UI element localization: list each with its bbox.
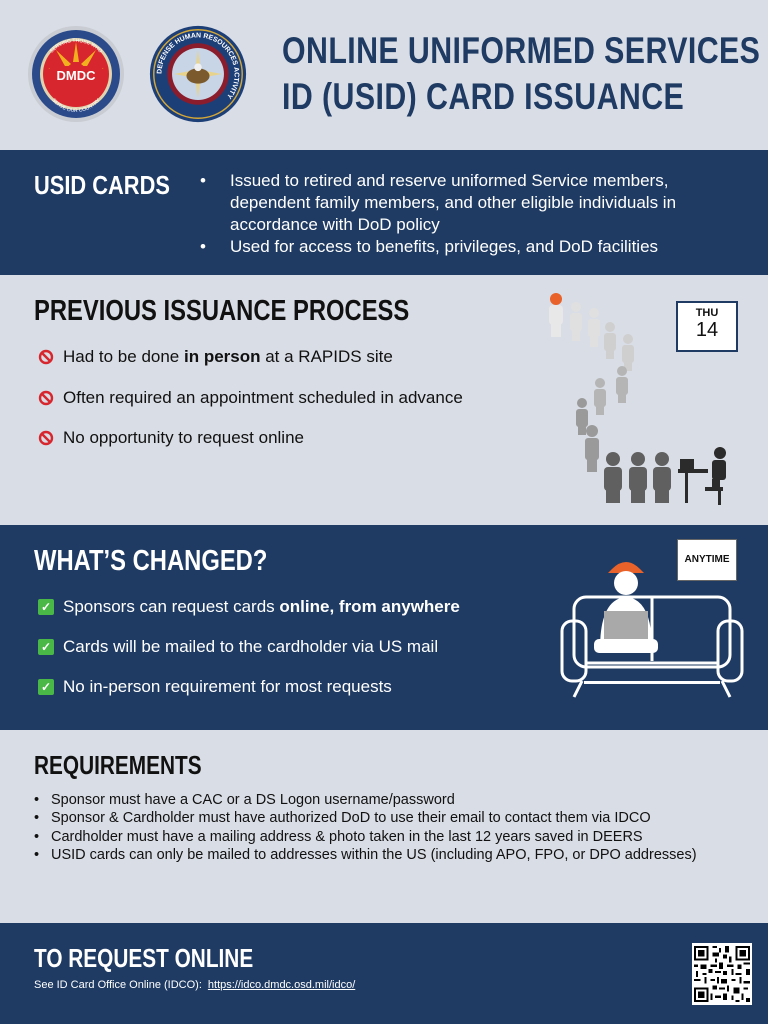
anytime-calendar-icon: ANYTIME bbox=[677, 539, 737, 581]
previous-item-3: No opportunity to request online bbox=[38, 428, 304, 448]
requirements-list: Sponsor must have a CAC or a DS Logon us… bbox=[34, 791, 697, 864]
changed-item-1: ✓ Sponsors can request cards online, fro… bbox=[38, 597, 460, 617]
requirement-item-4: USID cards can only be mailed to address… bbox=[34, 846, 697, 865]
usid-item-2: Used for access to benefits, privileges,… bbox=[200, 236, 720, 258]
requirement-item-2: Sponsor & Cardholder must have authorize… bbox=[34, 809, 697, 828]
checkmark-icon: ✓ bbox=[38, 639, 54, 655]
prohibited-icon bbox=[38, 390, 54, 406]
header: DMDC SERVING THOSE WHO SERVE OUR COUNTRY… bbox=[0, 0, 768, 150]
title-line-1: ONLINE UNIFORMED SERVICES bbox=[282, 30, 761, 71]
person-icon bbox=[549, 293, 563, 337]
prohibited-icon bbox=[38, 349, 54, 365]
previous-item-2-text: Often required an appointment scheduled … bbox=[63, 388, 463, 407]
couch-laptop-illustration bbox=[560, 562, 744, 698]
requirement-item-1: Sponsor must have a CAC or a DS Logon us… bbox=[34, 791, 697, 810]
previous-item-1-text-end: at a RAPIDS site bbox=[260, 347, 393, 366]
checkmark-icon: ✓ bbox=[38, 679, 54, 695]
whats-changed-heading: WHAT’S CHANGED? bbox=[34, 545, 268, 577]
dhra-seal-logo: DEFENSE HUMAN RESOURCES ACTIVITY bbox=[149, 25, 247, 123]
changed-item-3: ✓ No in-person requirement for most requ… bbox=[38, 677, 392, 697]
usid-cards-section: USID CARDS Issued to retired and reserve… bbox=[0, 150, 768, 275]
idco-label: See ID Card Office Online (IDCO): bbox=[34, 979, 202, 991]
page-title: ONLINE UNIFORMED SERVICES ID (USID) CARD… bbox=[282, 28, 761, 120]
usid-cards-heading: USID CARDS bbox=[34, 170, 170, 200]
previous-item-3-text: No opportunity to request online bbox=[63, 428, 304, 447]
previous-process-section: PREVIOUS ISSUANCE PROCESS Had to be done… bbox=[0, 275, 768, 525]
requirements-section: REQUIREMENTS Sponsor must have a CAC or … bbox=[0, 730, 768, 923]
checkmark-icon: ✓ bbox=[38, 599, 54, 615]
footer-section: TO REQUEST ONLINE See ID Card Office Onl… bbox=[0, 923, 768, 1024]
dmdc-abbr: DMDC bbox=[57, 68, 97, 83]
whats-changed-section: WHAT’S CHANGED? ✓ Sponsors can request c… bbox=[0, 525, 768, 730]
usid-cards-list: Issued to retired and reserve uniformed … bbox=[200, 170, 720, 258]
changed-item-1-text: Sponsors can request cards bbox=[63, 597, 280, 616]
previous-item-2: Often required an appointment scheduled … bbox=[38, 388, 463, 408]
calendar-day: THU bbox=[695, 307, 719, 319]
qr-code-icon[interactable] bbox=[692, 943, 752, 1005]
request-online-heading: TO REQUEST ONLINE bbox=[34, 943, 254, 973]
usid-item-1: Issued to retired and reserve uniformed … bbox=[200, 170, 720, 236]
changed-item-2: ✓ Cards will be mailed to the cardholder… bbox=[38, 637, 438, 657]
changed-item-1-bold: online, from anywhere bbox=[279, 597, 460, 616]
title-line-2: ID (USID) CARD ISSUANCE bbox=[282, 76, 685, 117]
requirements-heading: REQUIREMENTS bbox=[34, 750, 202, 780]
previous-item-1-bold: in person bbox=[183, 347, 261, 366]
changed-item-3-text: No in-person requirement for most reques… bbox=[63, 677, 392, 696]
calendar-date: 14 bbox=[695, 319, 719, 341]
previous-process-heading: PREVIOUS ISSUANCE PROCESS bbox=[34, 295, 410, 327]
prohibited-icon bbox=[38, 430, 54, 446]
idco-link[interactable]: https://idco.dmdc.osd.mil/idco/ bbox=[207, 979, 356, 991]
requirement-item-3: Cardholder must have a mailing address &… bbox=[34, 828, 697, 847]
desk-clerk-icon bbox=[678, 447, 726, 505]
previous-item-1-text: Had to be done bbox=[63, 347, 184, 366]
changed-item-2-text: Cards will be mailed to the cardholder v… bbox=[63, 637, 439, 656]
queue-illustration bbox=[549, 293, 726, 505]
calendar-icon: THU 14 bbox=[676, 301, 738, 352]
previous-item-1: Had to be done in person at a RAPIDS sit… bbox=[38, 347, 393, 367]
footer-text: See ID Card Office Online (IDCO): https:/… bbox=[34, 979, 355, 991]
dmdc-seal-logo: DMDC SERVING THOSE WHO SERVE OUR COUNTRY bbox=[28, 26, 124, 122]
